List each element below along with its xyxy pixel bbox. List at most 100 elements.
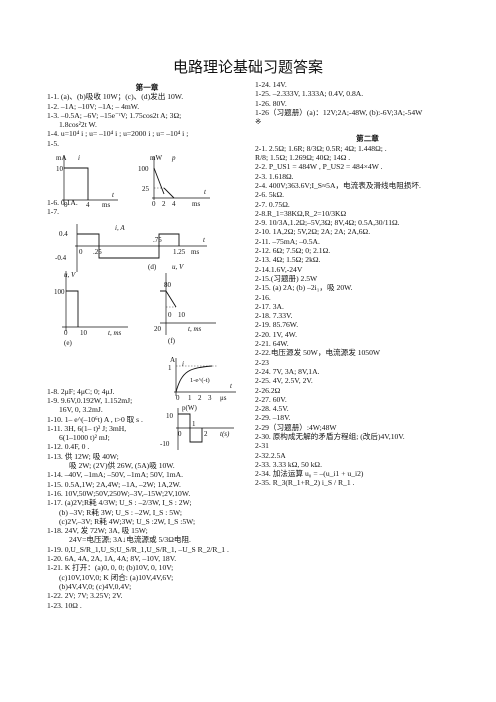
plot-caption: (f)	[168, 337, 176, 345]
answer-line: 2-16.	[255, 292, 271, 302]
plot-ylabel: mW	[150, 154, 162, 162]
chapter2-heading: 第二章	[356, 134, 379, 144]
plot-xtick: 2	[204, 430, 208, 438]
answer-line: 1-15. 0.5A,1W; 2A,4W; –1A, –2W; 1A,2W.	[47, 479, 181, 489]
answer-line: 2-23	[255, 357, 269, 367]
plot-varlabel: u, V	[64, 271, 76, 279]
plot-ytick: 100	[54, 288, 65, 296]
answer-line: 2-31	[255, 441, 269, 451]
plot-xtick: 0	[64, 201, 68, 208]
plot-xtick: 20	[154, 325, 162, 333]
answer-line: 1-26（习题册）(a)：12V;2A;-48W, (b):-6V;3A;-54…	[255, 107, 423, 117]
answer-line: 1-21. K 打开：(a)0, 0, 0; (b)10V, 0, 10V;	[47, 563, 174, 573]
answer-line: 24V=电压源; 3A↓电流源或 5/3Ω电阻.	[69, 535, 191, 545]
answer-line: 2-10. 1A,2Ω; 5V,2Ω; 2A; 2A; 2A,6Ω.	[255, 227, 371, 237]
plot-xtick: 0	[176, 394, 180, 402]
answer-line: 1-2. –1A; –10V; –1A; – 4mW.	[47, 101, 140, 111]
plot-xtick: 10	[178, 311, 186, 319]
answer-line: 吸 2W; (2V)供 26W, (5A)吸 10W.	[69, 461, 175, 471]
plot-xtick: 2	[198, 394, 202, 402]
plot-1-5b: mW p 100 25 0 2 4 ms t	[138, 154, 210, 208]
answer-line: (c)2V,–3V; R耗 4W;3W; U_S :2W, I_S :5W;	[59, 516, 196, 526]
answer-line: 1-3. –0.5A; –6V; –15e⁻ᵗV; 1.75cos2t A; 3…	[47, 110, 182, 120]
answer-line: 2-8.R_1=38KΩ,R_2=10/3KΩ	[255, 208, 347, 218]
answer-line: 6(1–1000 t)² mJ;	[59, 433, 110, 443]
answer-line: 1-13. 供 12W; 吸 40W;	[47, 451, 119, 461]
plot-tlabel: t	[203, 236, 206, 244]
plot-xtick: 0	[64, 329, 68, 337]
answer-line: 2-30. 原构成无解的矛盾方程组; (改后)4V,10V.	[255, 431, 405, 441]
plot-1-11-power: p(W) 10 -10 0 1 2 t(s)	[160, 404, 234, 450]
plot-xunit: ms	[102, 201, 110, 208]
answer-line: 1-11. 3H, 6(1– t)² J; 3mH,	[47, 423, 127, 433]
answer-line: 2-24. 7V, 3A; 8V,1A.	[255, 366, 320, 376]
answer-line: (b) –3V; R耗 3W; U_S : –2W, I_S : 5W;	[59, 507, 183, 517]
plot-1-7e: u, V 100 0 10 t, ms (e)	[54, 271, 128, 347]
plot-xtick: 0	[168, 311, 172, 319]
answer-line: 1-16. 10V,50W;50V,250W;–3V,–15W;2V,10W.	[47, 488, 191, 498]
plot-xtick: 2	[162, 200, 166, 208]
plot-xtick: 0	[178, 430, 182, 438]
answer-line: 1-6. 0.1A.	[47, 198, 78, 208]
answer-line: 2-11. –75mA; –0.5A.	[255, 236, 320, 246]
plot-ytick: -0.4	[55, 254, 67, 262]
answer-line: 2-27. 60V.	[255, 394, 287, 404]
plot-xtick: 1	[188, 394, 192, 402]
answer-line: 2-15.(习题册) 2.5W	[255, 273, 318, 283]
answer-line: 2-34. 加法运算 u₀ = –(u_i1 + u_i2)	[255, 469, 364, 479]
answer-line: 2-18. 7.33V.	[255, 311, 293, 321]
plot-origin: 0	[79, 248, 83, 256]
plot-1-5a: mA i 10 0 4 ms t	[56, 154, 118, 208]
plot-varlabel: i	[78, 154, 80, 162]
answer-line: 16V, 0, 3.2mJ.	[59, 405, 103, 415]
answer-line: 2-1. 2.5Ω; 1.6R; 8/3Ω; 0.5R; 4Ω; 1.448Ω;…	[255, 143, 387, 153]
plot-varlabel: i	[182, 360, 184, 368]
plot-curve-label: 1-e^(-t)	[190, 377, 210, 384]
answer-line: 1-5.	[47, 138, 60, 148]
answer-line: 1-9. 9.6V,0.192W, 1.152mJ;	[47, 395, 133, 405]
plot-xtick: 1.25	[173, 248, 186, 256]
answer-line: 2-3. 1.618Ω.	[255, 171, 294, 181]
plot-ylabel: mA	[56, 154, 67, 162]
plot-xtick: 3	[208, 394, 212, 402]
answer-line: (b)4V,4V,0; (c)4V,0,4V;	[59, 581, 132, 591]
plot-ytick: 10	[166, 412, 174, 420]
answer-line: 2-33. 3.33 kΩ, 50 kΩ.	[255, 459, 322, 469]
plot-caption: (e)	[64, 339, 72, 347]
answer-line: 2-20. 1V, 4W.	[255, 329, 297, 339]
answer-line: 1-25. –2.333V, 1.333A; 0.4V, 0.8A.	[255, 89, 364, 99]
answer-line: 2-29（习题册）:4W;48W	[255, 422, 337, 432]
plot-xtick: .25	[93, 248, 102, 256]
answer-line: 1-17. (a)2V;R耗 4/3W; U_S : –2/3W, I_S : …	[47, 498, 192, 508]
answer-line: 2-25. 4V, 2.5V, 2V.	[255, 376, 313, 386]
answer-line: 1-8. 2μF; 4μC; 0; 4μJ.	[47, 386, 115, 396]
answer-line: 1-7.	[47, 207, 60, 217]
plot-xunit: ms	[192, 200, 200, 208]
answer-line: 2-22.电压源发 50W，电流源发 1050W	[255, 348, 381, 358]
answer-line: 2-32.2.5A	[255, 450, 286, 460]
answer-line: 2-17. 3A.	[255, 301, 284, 311]
plot-tlabel: t	[230, 382, 233, 390]
answer-line: 2-7. 0.75Ω.	[255, 199, 290, 209]
answer-line: 2-2. P_US1 = 484W , P_US2 = 484×4W .	[255, 162, 383, 172]
answer-line: 2-35. R_3(R_1+R_2) i_S / R_1 .	[255, 478, 355, 488]
answer-line: (c)10V,10V,0; K 闭合: (a)10V,4V,6V;	[59, 572, 174, 582]
plot-ytick: 80	[164, 281, 172, 289]
plot-varlabel: p(W)	[182, 404, 197, 412]
plot-xunit: μs	[220, 394, 227, 402]
answer-line: 1-20. 6A, 4A, 2A, 1A, 4A; 8V, –10V, 18V.	[47, 554, 177, 564]
answer-line: 1-10. 1– e^(–10⁶t) A , t>0 取 s .	[47, 414, 143, 424]
plot-xunit: t, ms	[188, 325, 202, 333]
answer-line: 2-6. 5kΩ.	[255, 190, 285, 200]
plot-caption: (d)	[148, 263, 157, 271]
answer-line: 2-4. 400V;363.6V;I_S≈5A，电流表及滑线电阻损坏.	[255, 180, 421, 190]
chapter1-heading: 第一章	[135, 83, 159, 92]
plot-ytick: 0.4	[59, 230, 68, 238]
answer-line: ※	[255, 117, 262, 127]
plot-ytick: 10	[56, 165, 64, 173]
plot-1-7: i, A 0.4 -0.4 0 .25 .75 1.25 ms t	[55, 224, 207, 272]
answer-line: 2-29. –18V.	[255, 413, 291, 423]
answer-line: 2-26.2Ω	[255, 385, 281, 395]
answer-line: 2-15. (a) 2A; (b) –2i₁，吸 20W.	[255, 283, 353, 293]
plot-varlabel: u, V	[172, 263, 184, 271]
